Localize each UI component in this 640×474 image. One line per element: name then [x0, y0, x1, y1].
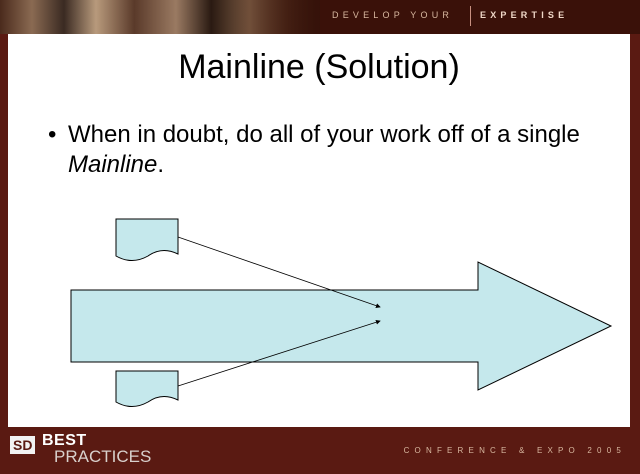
logo-practices: PRACTICES	[54, 447, 152, 466]
logo-best: BEST	[42, 432, 87, 449]
content-panel: Mainline (Solution) • When in doubt, do …	[8, 34, 630, 427]
bullet-text: When in doubt, do all of your work off o…	[68, 121, 580, 178]
merge-line-top	[177, 236, 381, 308]
mainline-diagram	[70, 218, 613, 407]
tagline-divider	[470, 6, 471, 26]
footer: SD BEST PRACTICES CONFERENCE & EXPO 2005	[0, 427, 640, 474]
mainline-arrow	[70, 261, 613, 391]
logo-sd: SD	[10, 436, 36, 454]
header-banner: DEVELOP YOUR EXPERTISE	[0, 0, 640, 34]
mainline-emphasis: Mainline	[68, 151, 158, 178]
document-top-icon	[115, 218, 179, 261]
document-bottom-icon	[115, 370, 179, 407]
header-tagline: DEVELOP YOUR EXPERTISE	[320, 0, 640, 34]
footer-conference-tagline: CONFERENCE & EXPO 2005	[403, 446, 626, 455]
tagline-expertise: EXPERTISE	[480, 10, 569, 20]
tagline-develop: DEVELOP YOUR	[332, 10, 454, 20]
slide-title: Mainline (Solution)	[178, 48, 460, 86]
bullet-dot: •	[48, 121, 57, 148]
merge-line-bottom	[177, 319, 381, 387]
